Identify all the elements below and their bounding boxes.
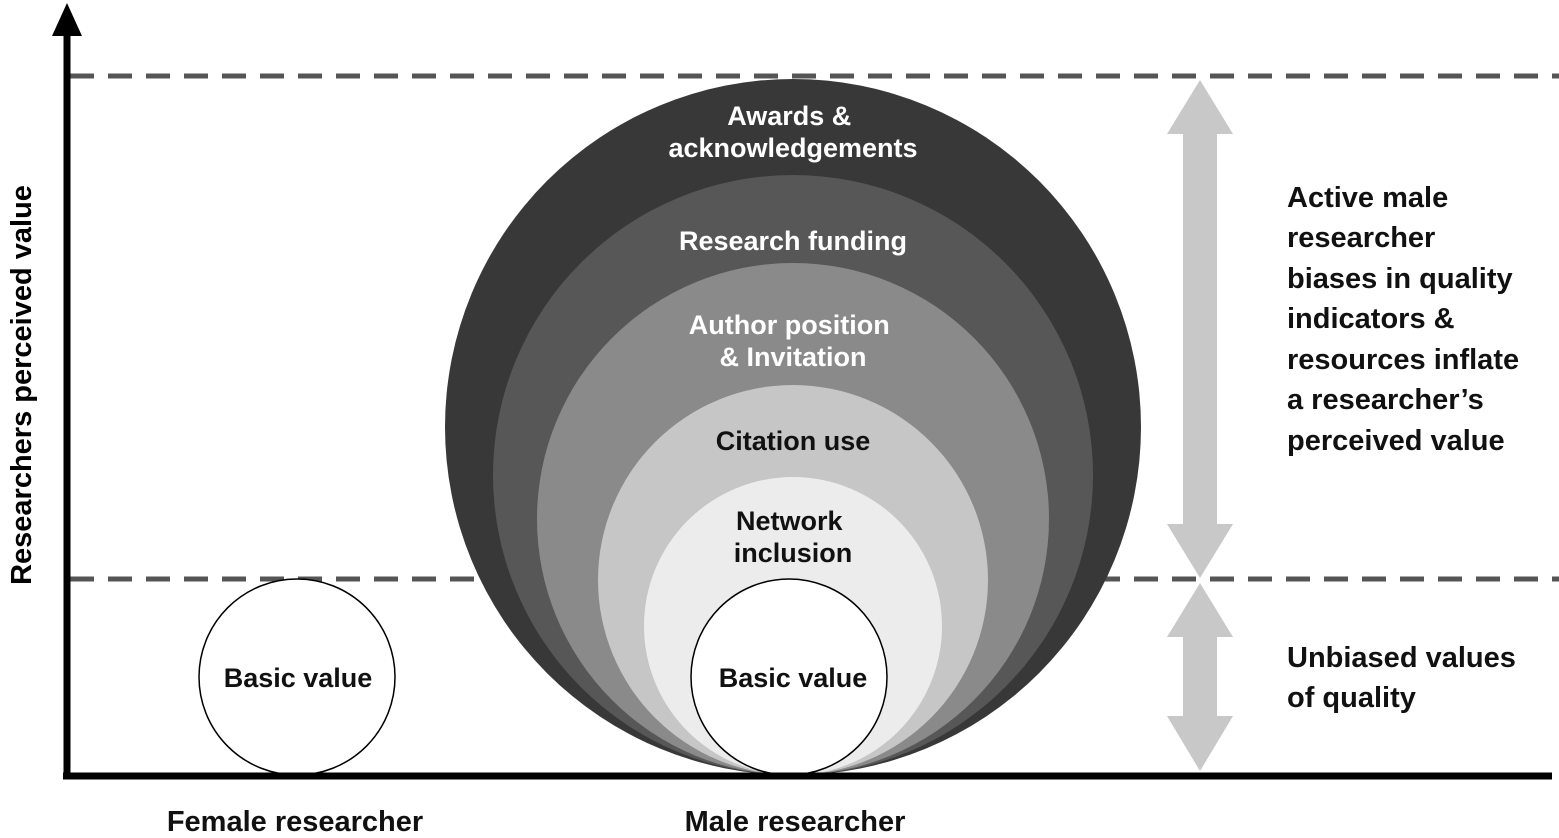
bias-annotation-line-5: resources inflate [1287,344,1519,376]
author-position-label-line-1: Author position [689,310,890,340]
female-researcher-label: Female researcher [167,806,423,838]
bias-annotation-line-6: a researcher’s [1287,384,1484,416]
male-researcher-label: Male researcher [685,806,906,838]
bias-annotation-line-1: Active male [1287,182,1448,214]
male-value-circles [445,79,1141,776]
unbiased-annotation: Unbiased values of quality [1287,642,1524,714]
awards-label: Awards & acknowledgements [668,101,917,163]
bias-annotation: Active male researcher biases in quality… [1287,182,1527,457]
author-position-label-line-2: & Invitation [720,342,867,372]
unbiased-annotation-line-2: of quality [1287,682,1416,714]
y-axis-arrowhead [52,3,82,36]
unbiased-annotation-line-1: Unbiased values [1287,642,1516,674]
awards-label-line-1: Awards & [727,101,851,131]
bias-annotation-line-7: perceived value [1287,425,1505,457]
y-axis-label: Researchers perceived value [6,185,38,585]
male-basic-value-label: Basic value [719,663,868,693]
bias-annotation-line-4: indicators & [1287,303,1455,335]
bias-range-arrow [1167,80,1233,578]
network-inclusion-label-line-1: Network [736,506,844,536]
bias-annotation-line-2: researcher [1287,222,1435,254]
unbiased-range-arrow [1167,583,1233,771]
bias-annotation-line-3: biases in quality [1287,263,1513,295]
network-inclusion-label: Network inclusion [734,506,853,568]
citation-use-label-line-1: Citation use [716,426,871,456]
citation-use-label: Citation use [716,426,871,456]
network-inclusion-label-line-2: inclusion [734,538,853,568]
research-funding-label-line-1: Research funding [679,226,907,256]
awards-label-line-2: acknowledgements [668,133,917,163]
research-funding-label: Research funding [679,226,907,256]
author-position-label: Author position & Invitation [689,310,897,372]
female-basic-value-label: Basic value [224,663,373,693]
